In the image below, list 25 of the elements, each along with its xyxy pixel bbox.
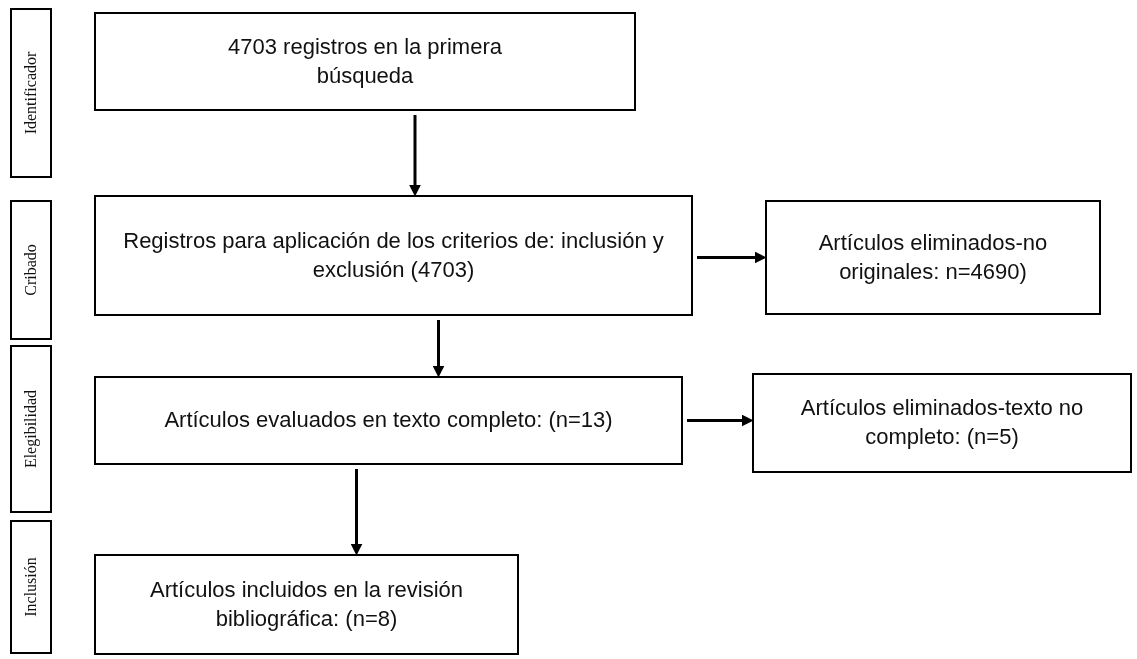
phase-label-box [10,520,52,654]
box-text: 4703 registros en la primera búsqueda [227,32,503,90]
process-box [752,373,1132,473]
arrow [697,251,767,264]
process-box [94,554,519,655]
process-box [94,195,693,316]
box-text: Registros para aplicación de los criterios de: inclusión y exclusión (4703) [122,226,665,284]
phase-label-box [10,200,52,340]
phase-label: Identificador [22,51,40,135]
box-text: Artículos evaluados en texto completo: (n=13) [164,406,613,435]
phase-label: Inclusión [22,557,40,617]
box-text: Artículos incluidos en la revisión bibliográfica: (n=8) [148,575,464,633]
process-box [94,376,683,465]
box-text: Artículos eliminados-texto no completo: (n=5) [799,394,1085,451]
phase-label: Cribado [22,244,40,296]
phase-label-box [10,8,52,178]
process-box [765,200,1101,315]
process-box [94,12,636,111]
box-text: Artículos eliminados-no originales: n=4690) [817,228,1049,286]
arrow [350,469,363,556]
phase-label: Elegibilidad [22,389,40,469]
phase-label-box [10,345,52,513]
arrow [432,320,445,378]
arrow [687,414,754,427]
arrow [409,115,421,197]
